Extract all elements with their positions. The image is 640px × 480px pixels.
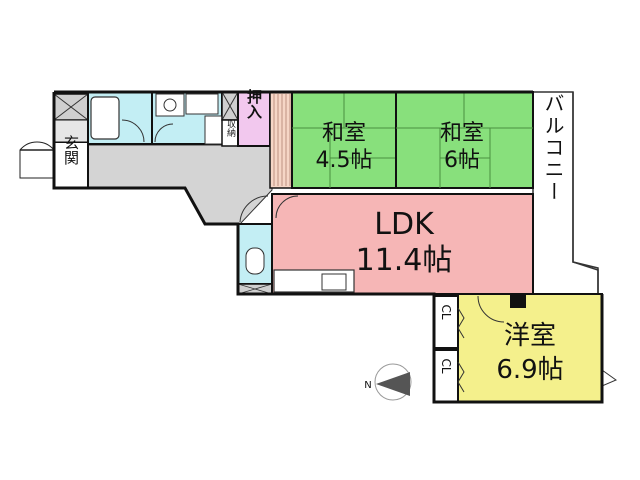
- yoshitsu-door-swing: [477, 295, 505, 323]
- hallway: [87, 144, 273, 225]
- entrance-door-swing: [19, 141, 55, 179]
- outer-wall: [52, 92, 604, 404]
- window-icon: [601, 369, 618, 387]
- entrance: [19, 141, 89, 189]
- washroom-door-swing: [154, 123, 174, 143]
- washitsu-a-name: 和室: [322, 121, 366, 146]
- closet-1-label: CL: [439, 304, 453, 319]
- washitsu-b-size: 6帖: [444, 148, 480, 173]
- closet-2-label: CL: [439, 358, 453, 373]
- washbasin-icon: [155, 93, 185, 117]
- toilet-icon: [245, 247, 265, 275]
- yoshitsu-size: 6.9帖: [496, 355, 563, 385]
- balcony-label: バルコニー: [541, 93, 565, 203]
- balcony-railing: [572, 92, 599, 295]
- sink-icon: [321, 273, 347, 291]
- compass-needle-icon: [376, 372, 410, 396]
- compass-north-label: N: [364, 380, 371, 391]
- hall-door-swing: [239, 195, 269, 223]
- ldk-size: 11.4帖: [356, 243, 453, 278]
- compass: N: [364, 363, 412, 401]
- washing-machine-icon: [185, 93, 219, 115]
- ldk-door-swing: [275, 195, 299, 219]
- bathtub-icon: [90, 96, 120, 140]
- washitsu-b-name: 和室: [440, 121, 484, 146]
- shuno-label: 収納: [225, 118, 236, 138]
- closet-1: [433, 295, 459, 349]
- closet-2: [433, 349, 459, 403]
- yoshitsu-room: [457, 293, 603, 403]
- yoshitsu-name: 洋室: [504, 321, 556, 351]
- washitsu-a-size: 4.5帖: [316, 148, 373, 173]
- bath-door-swing: [121, 119, 145, 143]
- pillar: [510, 294, 526, 308]
- ldk-name: LDK: [374, 207, 435, 242]
- genkan-floor: [53, 141, 89, 189]
- tokonoma: [269, 91, 293, 189]
- oshiire-label: 押入: [245, 88, 263, 119]
- genkan-label: 玄関: [62, 135, 80, 166]
